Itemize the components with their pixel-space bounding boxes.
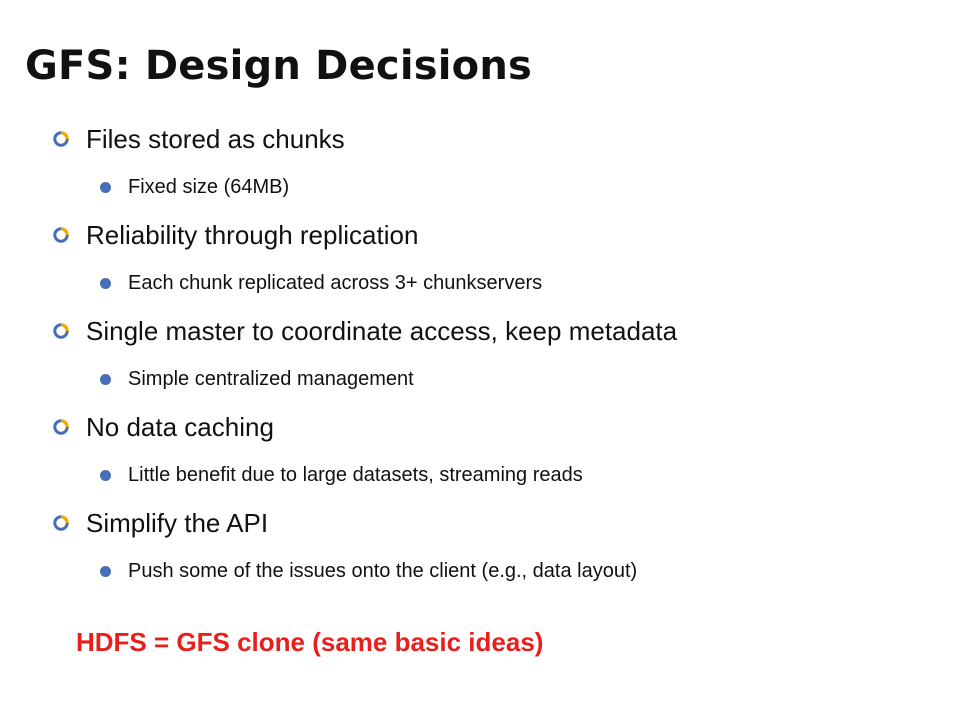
slide-title: GFS: Design Decisions: [25, 43, 533, 89]
sub-bullet-text: Each chunk replicated across 3+ chunkser…: [128, 272, 543, 294]
dot-bullet-icon: [100, 565, 111, 577]
dot-bullet-icon: [100, 373, 111, 385]
sub-bullet-text: Simple centralized management: [128, 368, 414, 390]
sub-bullet-text: Fixed size (64MB): [128, 176, 290, 198]
dot-bullet-icon: [100, 181, 111, 193]
sub-bullet-text: Little benefit due to large datasets, st…: [128, 464, 583, 486]
sub-bullet-item: Push some of the issues onto the client …: [48, 546, 928, 596]
sub-bullet-text: Push some of the issues onto the client …: [128, 560, 638, 582]
bullet-text: Single master to coordinate access, keep…: [86, 316, 678, 346]
sub-bullet-item: Fixed size (64MB): [48, 162, 928, 212]
ring-bullet-icon: [53, 419, 69, 435]
bullet-item: Files stored as chunks: [48, 116, 928, 162]
sub-bullet-item: Each chunk replicated across 3+ chunkser…: [48, 258, 928, 308]
ring-bullet-icon: [53, 323, 69, 339]
highlight-note: HDFS = GFS clone (same basic ideas): [76, 627, 544, 657]
sub-bullet-item: Little benefit due to large datasets, st…: [48, 450, 928, 500]
bullet-item: Simplify the API: [48, 500, 928, 546]
bullet-text: Reliability through replication: [86, 220, 419, 250]
bullet-item: Single master to coordinate access, keep…: [48, 308, 928, 354]
bullet-text: No data caching: [86, 412, 274, 442]
ring-bullet-icon: [53, 131, 69, 147]
dot-bullet-icon: [100, 277, 111, 289]
bullet-text: Simplify the API: [86, 508, 269, 538]
bullet-group: Simplify the API Push some of the issues …: [48, 500, 928, 596]
dot-bullet-icon: [100, 469, 111, 481]
sub-bullet-item: Simple centralized management: [48, 354, 928, 404]
ring-bullet-icon: [53, 227, 69, 243]
bullet-group: Single master to coordinate access, keep…: [48, 308, 928, 404]
bullet-item: No data caching: [48, 404, 928, 450]
ring-bullet-icon: [53, 515, 69, 531]
bullet-item: Reliability through replication: [48, 212, 928, 258]
bullet-text: Files stored as chunks: [86, 124, 345, 154]
